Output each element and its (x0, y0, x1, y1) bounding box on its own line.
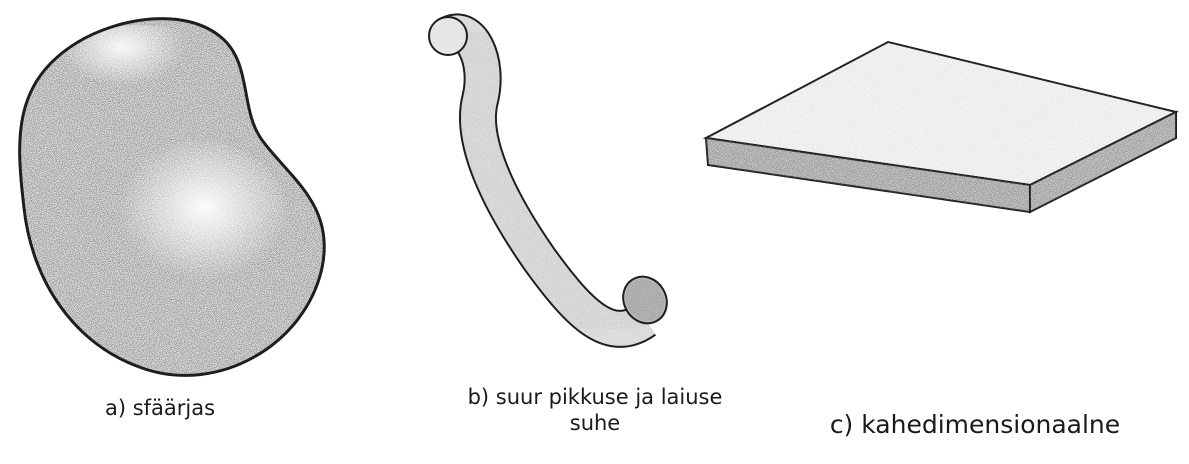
caption-elongated: b) suur pikkuse ja laiuse suhe (430, 384, 760, 436)
caption-elongated-line2: suhe (430, 410, 760, 436)
caption-elongated-line1: b) suur pikkuse ja laiuse (430, 384, 760, 410)
caption-spherical: a) sfäärjas (60, 395, 260, 421)
elongated-fiber (429, 17, 675, 331)
spherical-particle (0, 0, 340, 400)
flat-plate (706, 42, 1176, 212)
caption-two-dimensional: c) kahedimensionaalne (815, 412, 1135, 438)
